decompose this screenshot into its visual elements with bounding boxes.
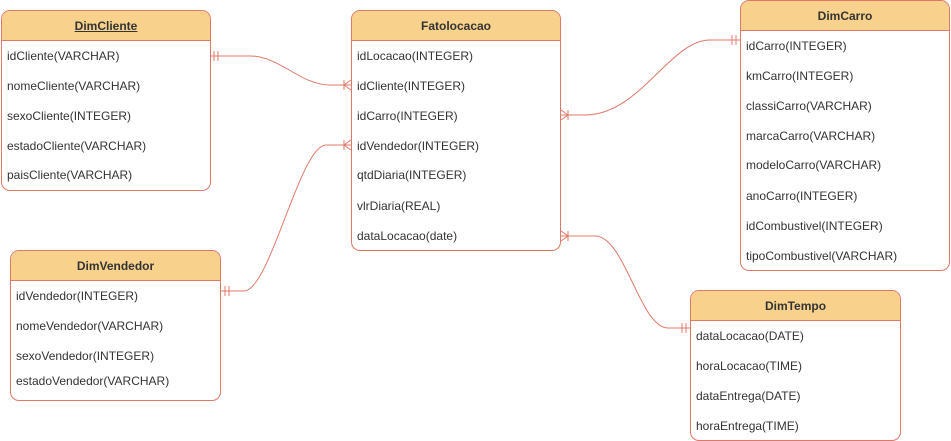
entity-title: DimCarro [741, 1, 949, 31]
field-nomevendedor[interactable]: nomeVendedor(VARCHAR) [16, 319, 164, 333]
field-paiscliente[interactable]: paisCliente(VARCHAR) [7, 168, 133, 182]
field-idcliente[interactable]: idCliente(INTEGER) [357, 79, 466, 93]
entity-fatolocacao[interactable]: Fatolocacao idLocacao(INTEGER) idCliente… [351, 10, 561, 251]
field-idcarro[interactable]: idCarro(INTEGER) [746, 39, 847, 53]
field-idvendedor[interactable]: idVendedor(INTEGER) [357, 139, 480, 153]
field-nomecliente[interactable]: nomeCliente(VARCHAR) [7, 79, 141, 93]
field-anocarro[interactable]: anoCarro(INTEGER) [746, 189, 858, 203]
field-datalocacao[interactable]: dataLocacao(DATE) [696, 329, 804, 343]
relation-vendedor-locacao [220, 139, 352, 296]
field-horalocacao[interactable]: horaLocacao(TIME) [696, 359, 803, 373]
relation-tempo-locacao [560, 230, 691, 333]
field-sexovendedor[interactable]: sexoVendedor(INTEGER) [16, 349, 155, 363]
field-datalocacao[interactable]: dataLocacao(date) [357, 229, 458, 243]
entity-title: Fatolocacao [352, 11, 560, 41]
field-idcarro[interactable]: idCarro(INTEGER) [357, 109, 458, 123]
entity-title: DimVendedor [11, 251, 220, 281]
field-classicarro[interactable]: classiCarro(VARCHAR) [746, 99, 872, 113]
field-kmcarro[interactable]: kmCarro(INTEGER) [746, 69, 854, 83]
field-idlocacao[interactable]: idLocacao(INTEGER) [357, 49, 474, 63]
field-idcombustivel[interactable]: idCombustivel(INTEGER) [746, 219, 883, 233]
field-horaentrega[interactable]: horaEntrega(TIME) [696, 419, 799, 433]
entity-title: DimCliente [2, 11, 210, 41]
entity-dimtempo[interactable]: DimTempo dataLocacao(DATE) horaLocacao(T… [690, 290, 901, 441]
field-estadovendedor[interactable]: estadoVendedor(VARCHAR) [16, 374, 170, 388]
field-estadocliente[interactable]: estadoCliente(VARCHAR) [7, 139, 147, 153]
field-idcliente[interactable]: idCliente(VARCHAR) [7, 49, 120, 63]
relation-cliente-locacao [210, 51, 352, 91]
entity-dimvendedor[interactable]: DimVendedor idVendedor(INTEGER) nomeVend… [10, 250, 221, 401]
entity-title: DimTempo [691, 291, 900, 321]
relation-carro-locacao [560, 35, 741, 121]
entity-dimcarro[interactable]: DimCarro idCarro(INTEGER) kmCarro(INTEGE… [740, 0, 950, 271]
field-dataentrega[interactable]: dataEntrega(DATE) [696, 389, 801, 403]
field-tipocombustivel[interactable]: tipoCombustivel(VARCHAR) [746, 249, 898, 263]
entity-dimcliente[interactable]: DimCliente idCliente(VARCHAR) nomeClient… [1, 10, 211, 191]
field-marcacarro[interactable]: marcaCarro(VARCHAR) [746, 129, 876, 143]
field-idvendedor[interactable]: idVendedor(INTEGER) [16, 289, 139, 303]
field-modelocarro[interactable]: modeloCarro(VARCHAR) [746, 158, 882, 172]
field-qtddiaria[interactable]: qtdDiaria(INTEGER) [357, 168, 467, 182]
field-vlrdiaria[interactable]: vlrDiaria(REAL) [357, 199, 441, 213]
field-sexocliente[interactable]: sexoCliente(INTEGER) [7, 109, 132, 123]
